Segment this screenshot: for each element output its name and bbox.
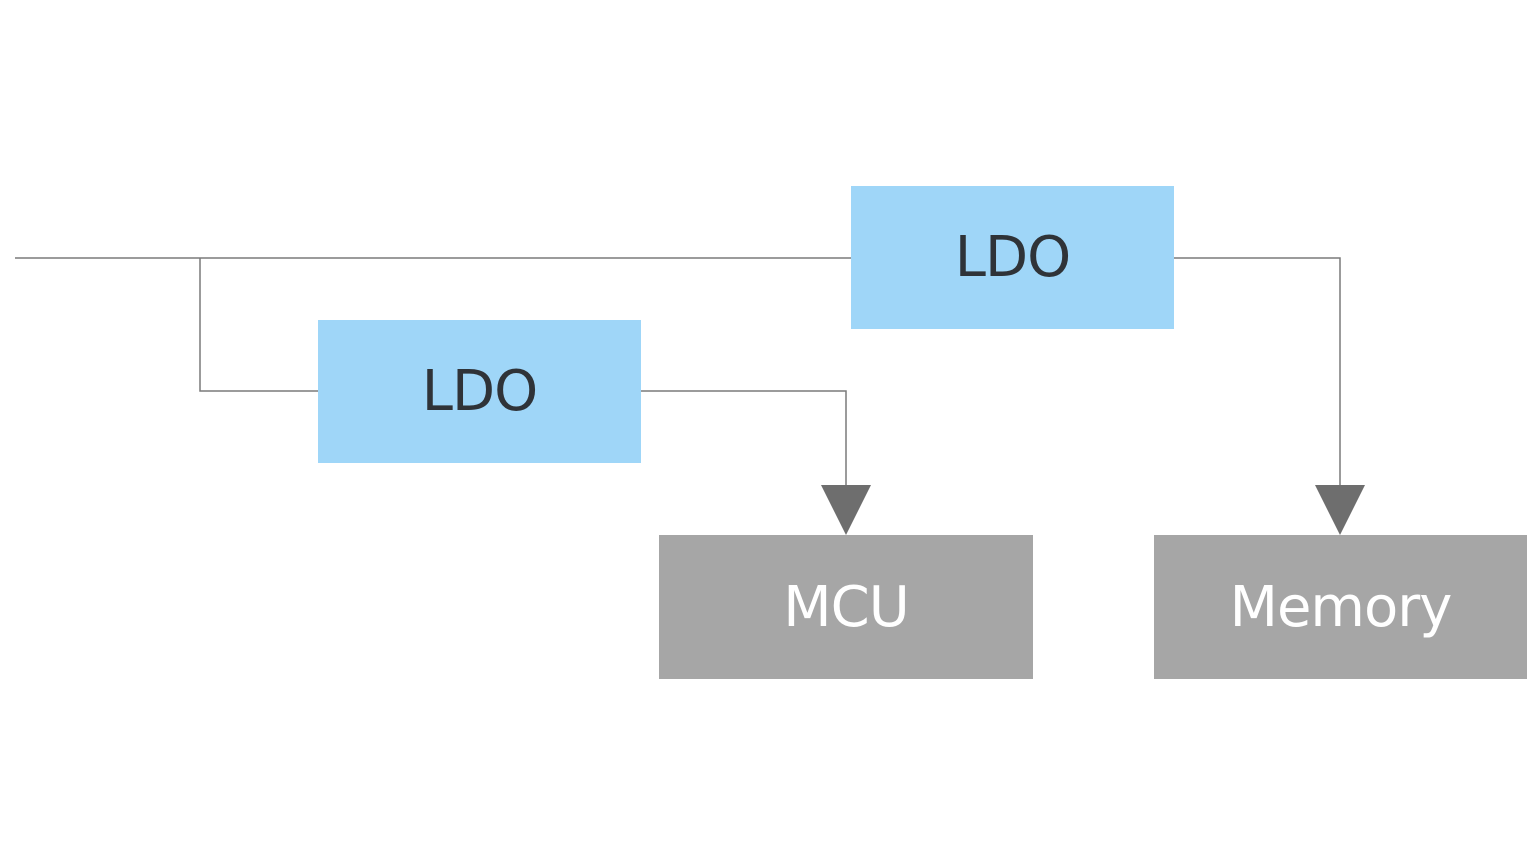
memory-label: Memory [1229,574,1453,640]
mcu-block: MCU [659,535,1033,679]
memory-arrow-icon [1315,485,1365,535]
memory-block: Memory [1154,535,1527,679]
branch-to-ldo-bottom-wire [199,258,318,392]
ldo-top-to-memory-wire [1174,257,1341,488]
ldo-bottom-to-mcu-wire [641,390,847,488]
mcu-label: MCU [783,574,909,640]
ldo-bottom-block: LDO [318,320,641,463]
mcu-arrow-icon [821,485,871,535]
ldo-top-block: LDO [851,186,1174,329]
ldo-top-label: LDO [954,225,1071,290]
ldo-bottom-label: LDO [421,359,538,424]
